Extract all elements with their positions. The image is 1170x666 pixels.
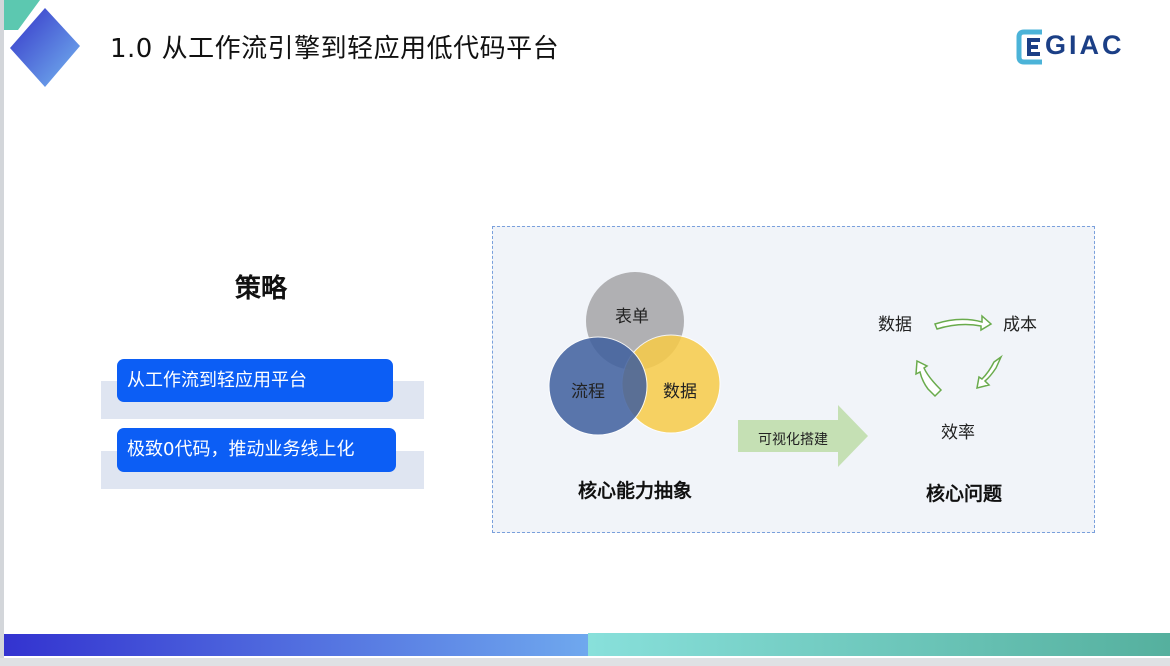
page-title: 1.0 从工作流引擎到轻应用低代码平台 [110,34,560,64]
cycle-arrow-icon [976,354,1003,390]
problem-node-cost: 成本 [1003,315,1037,335]
strategy-item: 极致0代码，推动业务线上化 [117,428,396,472]
cycle-arrow-icon [915,359,943,398]
circle-flow [548,336,648,436]
circle-label-flow: 流程 [571,382,605,402]
giac-logo-icon [1016,29,1042,65]
window-edge [0,658,1170,666]
strategy-heading: 策略 [235,274,288,304]
problems-caption: 核心问题 [926,483,1003,505]
circle-label-data: 数据 [663,382,697,402]
strategy-item: 从工作流到轻应用平台 [117,359,393,402]
visual-build-arrow [738,405,868,467]
problem-node-efficiency: 效率 [941,423,975,443]
diagram-graphics [548,272,1003,467]
circle-label-form: 表单 [615,307,649,327]
footer-bar-blue [4,634,588,656]
corner-decoration [4,0,80,87]
footer-bar-teal [588,633,1170,656]
logo-text: GIAC [1045,30,1125,60]
cycle-arrow-icon [934,314,993,332]
arrow-label: 可视化搭建 [758,432,828,448]
capability-caption: 核心能力抽象 [578,480,693,502]
window-edge [0,0,4,666]
problem-node-data: 数据 [878,315,912,335]
